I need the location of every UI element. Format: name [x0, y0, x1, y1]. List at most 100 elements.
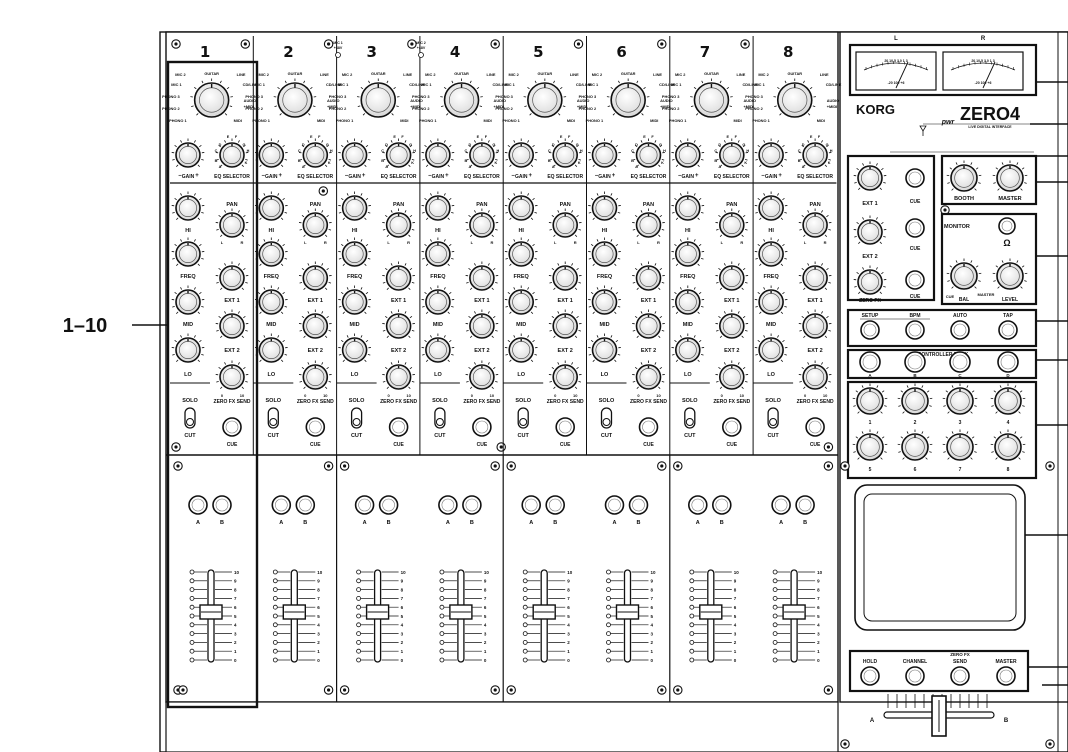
master-knob[interactable]: [992, 160, 1028, 192]
input-selector-knob[interactable]: [523, 78, 567, 118]
eq-selector-knob[interactable]: [715, 138, 749, 168]
ext1-cue-button[interactable]: [905, 168, 925, 188]
assign-b-button[interactable]: [628, 495, 649, 515]
ext1-knob[interactable]: [715, 261, 749, 291]
ext1-knob[interactable]: [382, 261, 415, 291]
touch-pad[interactable]: [854, 484, 1026, 631]
assign-a-button[interactable]: [354, 495, 375, 515]
controller-knob-3[interactable]: [942, 383, 978, 415]
assign-a-button[interactable]: [771, 495, 791, 515]
pan-knob[interactable]: [465, 208, 499, 238]
ext2-knob[interactable]: [382, 309, 415, 339]
zero-fx-send-knob[interactable]: [548, 360, 582, 390]
ext2-knob[interactable]: [632, 309, 665, 339]
controller-knob-8[interactable]: [990, 429, 1026, 461]
auto-button[interactable]: [950, 320, 970, 340]
ext1-knob[interactable]: [632, 261, 665, 291]
mid-knob[interactable]: [588, 285, 621, 315]
mid-knob[interactable]: [504, 285, 538, 315]
freq-knob[interactable]: [671, 237, 705, 267]
gain-knob[interactable]: [254, 138, 288, 168]
zero-fx-send-knob[interactable]: [465, 360, 499, 390]
tap-button[interactable]: [998, 320, 1018, 340]
zero-fx-send-knob[interactable]: [215, 360, 249, 390]
input-selector-knob[interactable]: [773, 78, 817, 118]
input-selector-knob[interactable]: [440, 78, 483, 118]
setup-button[interactable]: [860, 320, 880, 340]
cue-button[interactable]: [638, 417, 659, 437]
controller-knob-5[interactable]: [852, 429, 888, 461]
ext2-knob[interactable]: [465, 309, 499, 339]
pan-knob[interactable]: [798, 208, 832, 238]
ext2-knob[interactable]: [298, 309, 332, 339]
pan-knob[interactable]: [298, 208, 332, 238]
gain-knob[interactable]: [421, 138, 455, 168]
lo-knob[interactable]: [671, 333, 705, 363]
controller-knob-1[interactable]: [852, 383, 888, 415]
hi-knob[interactable]: [171, 191, 205, 221]
assign-b-button[interactable]: [378, 495, 399, 515]
eq-selector-knob[interactable]: [548, 138, 582, 168]
pan-knob[interactable]: [548, 208, 582, 238]
freq-knob[interactable]: [421, 237, 455, 267]
pan-knob[interactable]: [715, 208, 749, 238]
freq-knob[interactable]: [504, 237, 538, 267]
assign-b-button[interactable]: [212, 495, 232, 515]
bank-c-button[interactable]: [949, 351, 971, 373]
gain-knob[interactable]: [171, 138, 205, 168]
zero-fx-return-knob[interactable]: [853, 265, 887, 295]
zero-fx-send-knob[interactable]: [298, 360, 332, 390]
mid-knob[interactable]: [254, 285, 288, 315]
zero-fx-send-knob[interactable]: [632, 360, 665, 390]
freq-knob[interactable]: [254, 237, 288, 267]
ext1-knob[interactable]: [548, 261, 582, 291]
send-button[interactable]: [950, 666, 970, 686]
assign-a-button[interactable]: [604, 495, 625, 515]
controller-knob-6[interactable]: [897, 429, 933, 461]
controller-knob-4[interactable]: [990, 383, 1026, 415]
freq-knob[interactable]: [171, 237, 205, 267]
input-selector-knob[interactable]: [606, 78, 650, 118]
pan-knob[interactable]: [382, 208, 415, 238]
mid-knob[interactable]: [671, 285, 705, 315]
hold-button[interactable]: [860, 666, 880, 686]
lo-knob[interactable]: [754, 333, 788, 363]
controller-knob-2[interactable]: [897, 383, 933, 415]
hi-knob[interactable]: [504, 191, 538, 221]
gain-knob[interactable]: [338, 138, 371, 168]
assign-b-button[interactable]: [462, 495, 482, 515]
lo-knob[interactable]: [588, 333, 621, 363]
gain-knob[interactable]: [671, 138, 705, 168]
controller-knob-7[interactable]: [942, 429, 978, 461]
pan-knob[interactable]: [632, 208, 665, 238]
eq-selector-knob[interactable]: [798, 138, 832, 168]
master-ext2-knob[interactable]: [853, 215, 887, 245]
assign-b-button[interactable]: [295, 495, 316, 515]
mid-knob[interactable]: [421, 285, 455, 315]
eq-selector-knob[interactable]: [298, 138, 332, 168]
hi-knob[interactable]: [588, 191, 621, 221]
ext2-knob[interactable]: [215, 309, 249, 339]
master-ext1-knob[interactable]: [853, 161, 887, 191]
ext2-cue-button[interactable]: [905, 218, 925, 238]
pan-knob[interactable]: [215, 208, 249, 238]
bank-a-button[interactable]: [859, 351, 881, 373]
eq-selector-knob[interactable]: [382, 138, 415, 168]
monitor-level-knob[interactable]: [992, 258, 1028, 290]
input-selector-knob[interactable]: [356, 78, 400, 118]
master-button[interactable]: [996, 666, 1016, 686]
hi-knob[interactable]: [338, 191, 371, 221]
ext1-knob[interactable]: [215, 261, 249, 291]
hi-knob[interactable]: [754, 191, 788, 221]
input-selector-knob[interactable]: [273, 78, 317, 118]
bank-d-button[interactable]: [997, 351, 1019, 373]
ext1-knob[interactable]: [798, 261, 832, 291]
mid-knob[interactable]: [338, 285, 371, 315]
gain-knob[interactable]: [504, 138, 538, 168]
cue-button[interactable]: [805, 417, 825, 437]
bpm-button[interactable]: [905, 320, 925, 340]
assign-b-button[interactable]: [545, 495, 566, 515]
zero-fx-send-knob[interactable]: [382, 360, 415, 390]
gain-knob[interactable]: [588, 138, 621, 168]
lo-knob[interactable]: [504, 333, 538, 363]
